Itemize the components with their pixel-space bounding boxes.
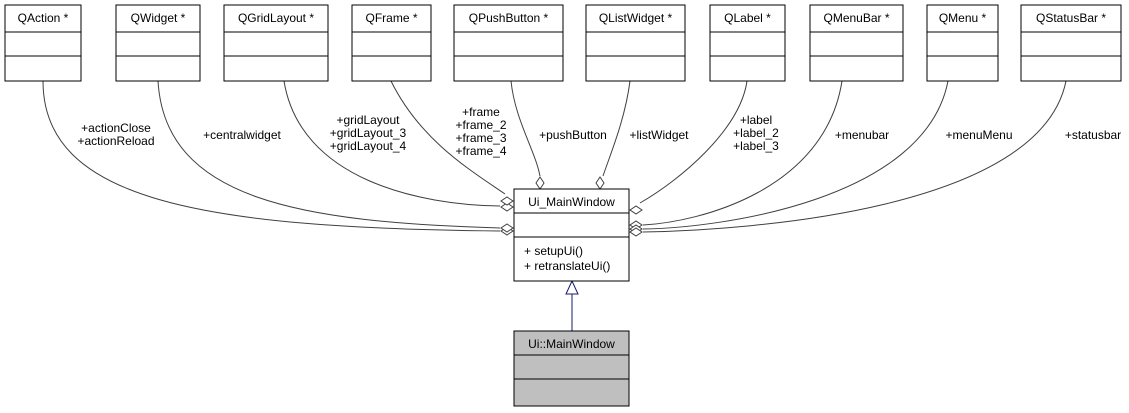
class-box-qpushbutton: QPushButton * [453,4,564,82]
association-edge-qgridlayout [283,80,501,207]
class-box-frame [1020,4,1122,82]
class-box-qaction: QAction * [4,4,82,82]
class-box-qgridlayout: QGridLayout * [223,4,329,82]
aggregation-diamond-qgridlayout [500,202,514,212]
association-edge-qwidget [157,80,501,229]
aggregation-diamond-qlistwidget [595,176,605,190]
aggregation-diamond-qstatusbar [629,227,643,237]
association-edge-qlabel [639,80,748,204]
class-name-qlistwidget: QListWidget * [599,11,673,25]
role-label-qframe: +frame [462,105,500,119]
class-name-qmenubar: QMenuBar * [823,11,889,25]
class-box-frame [709,4,786,82]
role-label-qmenubar: +menubar [835,128,889,142]
role-label-qframe: +frame_2 [455,118,506,132]
role-label-qframe: +frame_3 [455,131,506,145]
class-box-qwidget: QWidget * [115,4,201,82]
role-label-qlistwidget: +listWidget [629,128,689,142]
class-box-frame [809,4,904,82]
aggregation-diamond-qframe [500,196,514,206]
class-name-ui-ns-mainwindow: Ui::MainWindow [528,337,615,351]
role-label-qgridlayout: +gridLayout_3 [330,126,407,140]
class-name-ui-mainwindow: Ui_MainWindow [528,195,615,209]
class-box-ui-ns-mainwindow: Ui::MainWindow [513,330,630,407]
role-label-qwidget: +centralwidget [203,128,281,142]
role-label-qpushbutton: +pushButton [539,128,607,142]
class-name-qwidget: QWidget * [131,11,186,25]
class-name-qstatusbar: QStatusBar * [1036,11,1106,25]
role-label-qaction: +actionReload [77,134,154,148]
class-method: + setupUi() [524,244,583,258]
class-method: + retranslateUi() [524,259,610,273]
role-label-qmenu: +menuMenu [945,128,1012,142]
role-label-qgridlayout: +gridLayout_4 [330,139,407,153]
class-box-frame [513,330,630,407]
association-edges [42,80,1067,331]
class-box-qmenubar: QMenuBar * [809,4,904,82]
role-label-qlabel: +label_2 [733,126,779,140]
role-label-qlabel: +label_3 [733,139,779,153]
aggregation-diamond-qpushbutton [535,176,545,190]
class-box-frame [513,188,630,282]
class-box-frame [351,4,432,82]
role-label-qgridlayout: +gridLayout [336,113,400,127]
class-box-frame [453,4,564,82]
association-edge-qstatusbar [642,80,1067,233]
class-box-qlistwidget: QListWidget * [585,4,686,82]
role-label-qstatusbar: +statusbar [1065,128,1121,142]
class-box-frame [926,4,999,82]
class-name-qlabel: QLabel * [724,11,771,25]
role-label-qaction: +actionClose [81,121,151,135]
class-boxes: QAction * QWidget * QGridLayout * QFrame * Q… [4,4,1122,407]
class-box-qframe: QFrame * [351,4,432,82]
association-labels: +actionClose+actionReload +centralwidget +… [77,105,1121,158]
class-name-qmenu: QMenu * [939,11,987,25]
class-name-qframe: QFrame * [365,11,417,25]
association-edge-qmenubar [642,80,843,226]
aggregation-diamond-qwidget [500,223,514,233]
role-label-qlabel: +label [740,113,772,127]
inheritance-arrowhead [565,279,579,295]
class-box-frame [115,4,201,82]
class-box-qlabel: QLabel * [709,4,786,82]
association-edge-qframe [390,80,506,195]
class-box-qmenu: QMenu * [926,4,999,82]
class-name-qpushbutton: QPushButton * [469,11,549,25]
class-box-frame [223,4,329,82]
association-edge-qaction [42,80,501,232]
association-edge-qlistwidget [602,80,631,177]
role-label-qframe: +frame_4 [455,144,506,158]
class-box-qstatusbar: QStatusBar * [1020,4,1122,82]
class-box-frame [585,4,686,82]
class-box-ui-mainwindow: Ui_MainWindow + setupUi()+ retranslateUi(… [513,188,630,282]
association-edge-qmenu [642,80,949,230]
association-edge-qpushbutton [510,80,541,177]
class-name-qgridlayout: QGridLayout * [238,11,314,25]
class-name-qaction: QAction * [18,11,69,25]
aggregation-diamond-qlabel [629,205,643,215]
class-box-frame [4,4,82,82]
